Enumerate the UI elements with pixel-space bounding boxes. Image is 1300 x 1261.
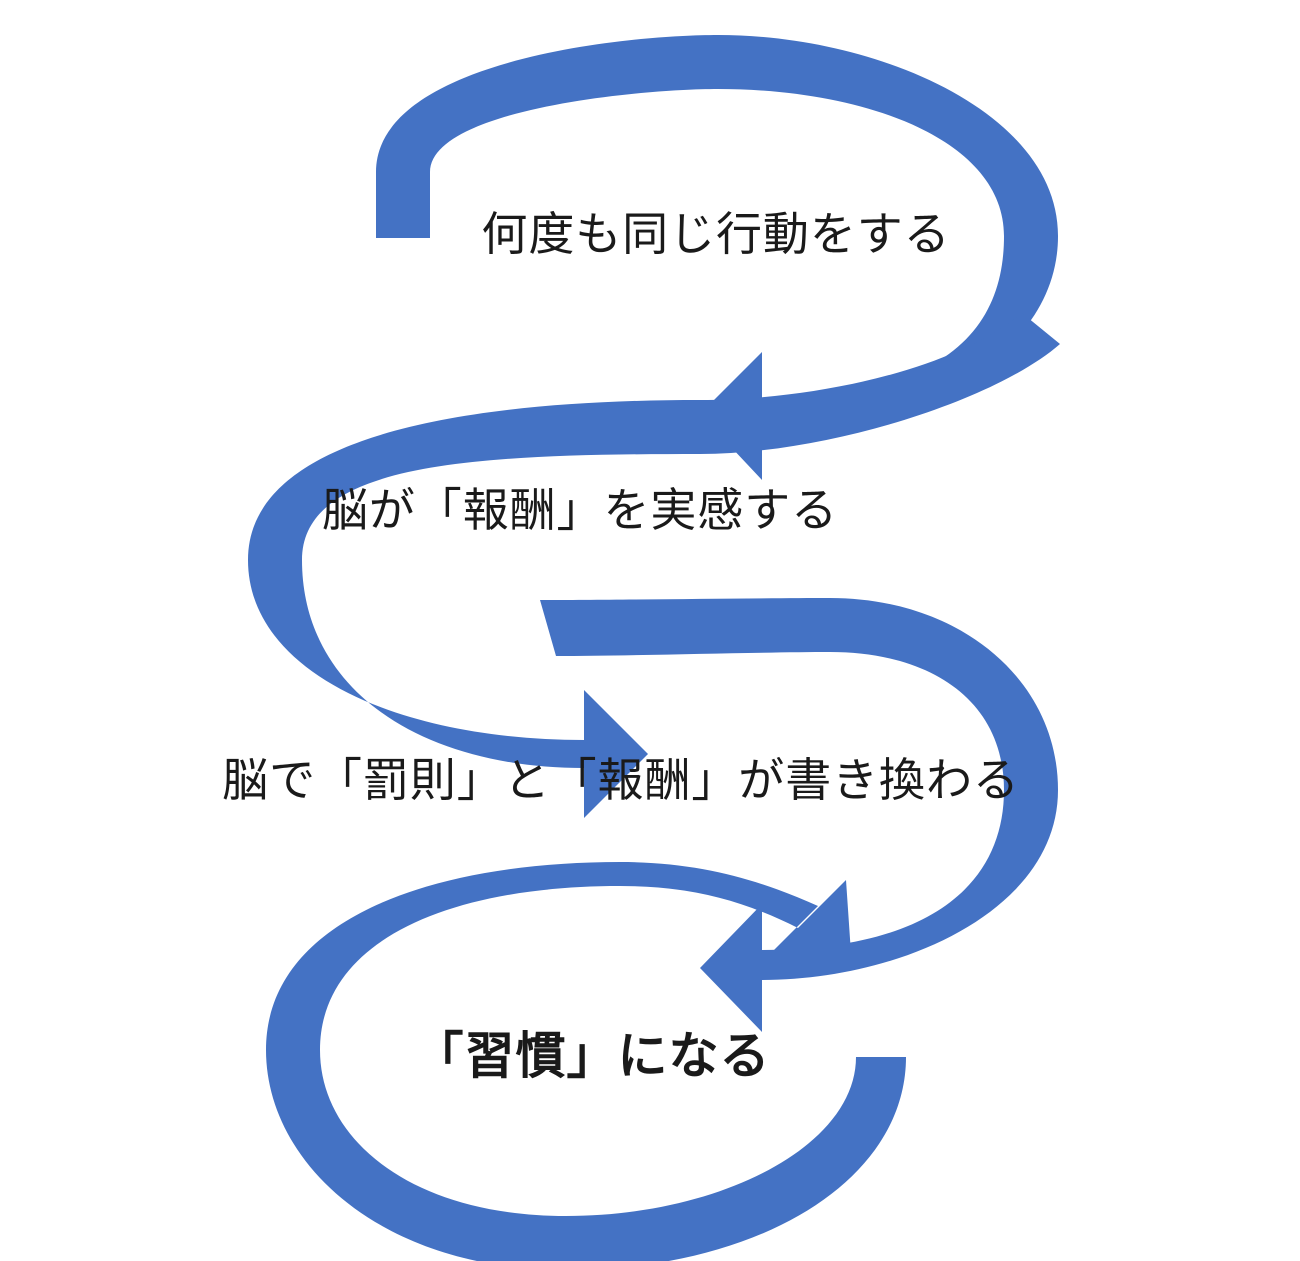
step-label-3: 脳で「罰則」と「報酬」が書き換わる bbox=[222, 755, 1020, 806]
circular-arrow-4 bbox=[266, 862, 906, 1261]
circular-arrow-2-shape bbox=[248, 313, 1060, 818]
step-label-1: 何度も同じ行動をする bbox=[481, 209, 951, 260]
circular-arrow-4-shape bbox=[266, 862, 906, 1261]
circular-arrow-3-shape bbox=[540, 598, 1058, 1032]
step-label-4: 「習慣」になる bbox=[413, 1028, 771, 1084]
circular-arrow-3 bbox=[540, 598, 1058, 1032]
circular-arrow-2 bbox=[248, 313, 1060, 818]
step-label-2: 脳が「報酬」を実感する bbox=[321, 485, 839, 536]
